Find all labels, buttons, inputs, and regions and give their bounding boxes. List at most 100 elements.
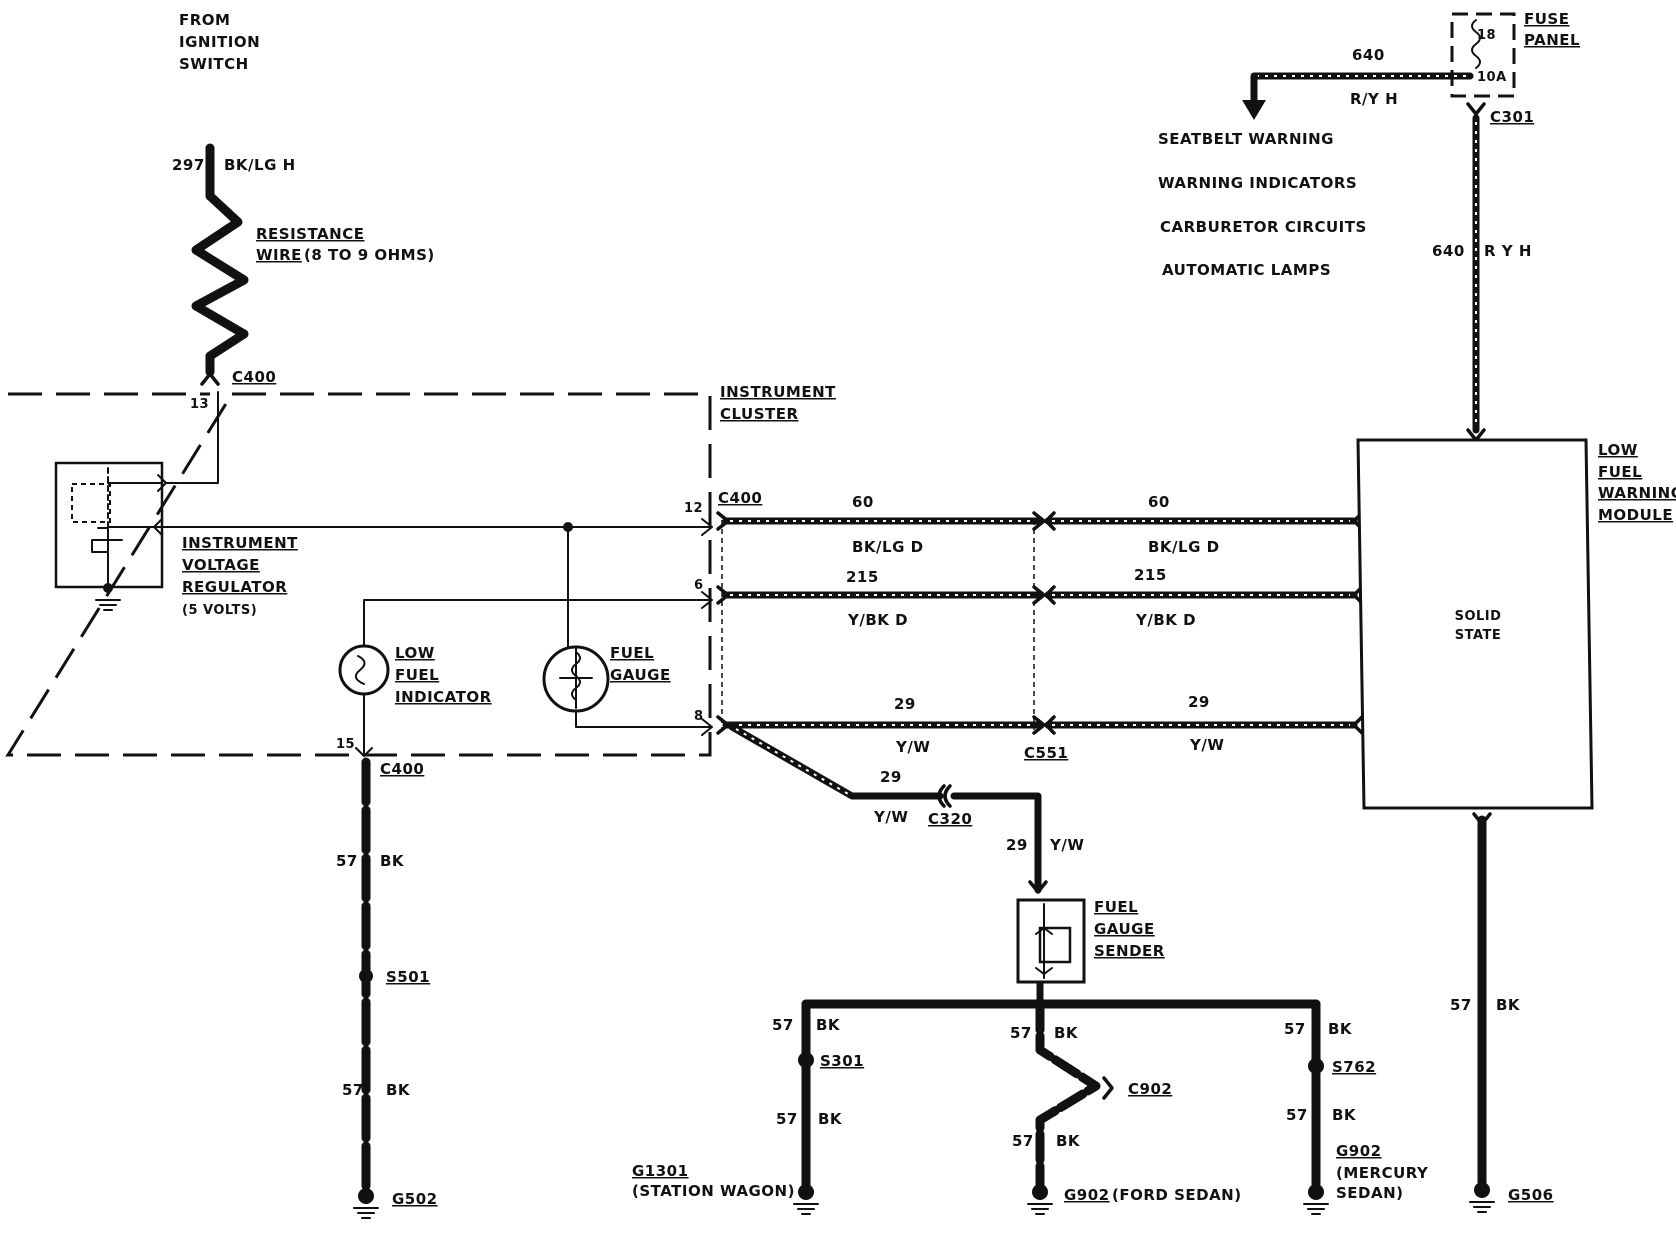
wire-57-color-7: BK [1328,1020,1353,1038]
c902-label: C902 [1128,1080,1172,1098]
instrument-cluster-boundary [5,392,712,757]
g502-label: G502 [392,1190,438,1208]
svg-text:STATE: STATE [1455,628,1502,643]
svg-text:GAUGE: GAUGE [1094,920,1155,938]
wire-57-number-8: 57 [1286,1106,1308,1124]
svg-text:SENDER: SENDER [1094,942,1165,960]
s501-label: S501 [386,968,430,986]
circuit-destinations: SEATBELT WARNING WARNING INDICATORS CARB… [1158,130,1367,279]
station-wagon-ground [793,999,819,1215]
svg-text:CLUSTER: CLUSTER [720,405,799,423]
wire-57-number-2: 57 [342,1081,364,1099]
instrument-voltage-regulator-label: INSTRUMENT VOLTAGE REGULATOR (5 VOLTS) [182,534,298,618]
wire-60-color-a: BK/LG D [852,538,924,556]
svg-text:INSTRUMENT: INSTRUMENT [720,383,836,401]
from-ignition-label: FROM IGNITION SWITCH [179,11,260,73]
wire-57-color-8: BK [1332,1106,1357,1124]
solid-state-label: SOLID STATE [1455,609,1502,643]
resistance-wire [191,143,249,377]
low-fuel-warning-module [1356,438,1594,810]
svg-text:LOW: LOW [1598,441,1638,459]
wire-57-color-3: BK [816,1016,841,1034]
wire-640-top [1242,72,1474,120]
g902-mercury-label: G902 [1336,1142,1382,1160]
pin-13-label: 13 [190,397,209,412]
svg-text:SWITCH: SWITCH [179,55,249,73]
svg-text:FUEL: FUEL [395,666,439,684]
svg-text:MODULE: MODULE [1598,506,1673,524]
wire-57-color-4: BK [818,1110,843,1128]
station-wagon-label: (STATION WAGON) [632,1182,795,1200]
wire-60-number-b: 60 [1148,493,1170,511]
resistance-label: RESISTANCE [256,225,364,243]
wire-640-top-number: 640 [1352,46,1385,64]
module-ground-wire [1469,812,1495,1213]
regulator-feed-wire [165,391,219,484]
svg-text:INDICATOR: INDICATOR [395,688,492,706]
wire-297-number: 297 [172,156,205,174]
fuel-gauge [542,526,713,736]
wire-29-color-d: Y/W [1049,836,1084,854]
svg-text:PANEL: PANEL [1524,31,1580,49]
wire-640-side-color: R Y H [1484,242,1532,260]
c400-right-label: C400 [718,489,762,507]
svg-text:LOW: LOW [395,644,435,662]
c400-top-connector [200,372,220,386]
wire-29 [716,715,1364,735]
mercury-label-line2: SEDAN) [1336,1184,1404,1202]
wire-57-color-9: BK [1496,996,1521,1014]
instrument-voltage-regulator [54,461,167,611]
wire-label: WIRE [256,246,302,264]
svg-text:FUSE: FUSE [1524,10,1569,28]
svg-text:(5 VOLTS): (5 VOLTS) [182,603,257,618]
wire-60 [716,511,1364,531]
c400-top-label: C400 [232,368,276,386]
c301-label: C301 [1490,108,1534,126]
fuel-gauge-sender-label: FUEL GAUGE SENDER [1094,898,1165,960]
pin-6-label: 6 [694,578,704,593]
c320-label: C320 [928,810,972,828]
svg-text:FUEL: FUEL [610,644,654,662]
warning-indicators-label: WARNING INDICATORS [1158,174,1357,192]
wire-640-side-number: 640 [1432,242,1465,260]
sender-ground-bus [801,980,1321,1010]
pin-12-label: 12 [684,501,703,516]
wire-297-color: BK/LG H [224,156,296,174]
svg-text:WARNING: WARNING [1598,484,1676,502]
wire-29-number-d: 29 [1006,836,1028,854]
mercury-label-line1: (MERCURY [1336,1164,1429,1182]
carburetor-circuits-label: CARBURETOR CIRCUITS [1160,218,1367,236]
c551-label: C551 [1024,744,1068,762]
seatbelt-warning-label: SEATBELT WARNING [1158,130,1334,148]
g902-ford-label: G902 [1064,1186,1110,1204]
wire-29-number-c: 29 [880,768,902,786]
wire-57-number-6: 57 [1012,1132,1034,1150]
svg-text:FUEL: FUEL [1598,463,1642,481]
wire-57-number-3: 57 [772,1016,794,1034]
g1301-label: G1301 [632,1162,689,1180]
wire-215-number-b: 215 [1134,566,1167,584]
s301-label: S301 [820,1052,864,1070]
wire-215 [716,585,1364,605]
wire-57-number-4: 57 [776,1110,798,1128]
ford-sedan-ground [1027,999,1114,1215]
fuse-rating-label: 10A [1477,70,1507,85]
mercury-sedan-ground [1303,999,1329,1215]
svg-text:FROM: FROM [179,11,230,29]
svg-text:GAUGE: GAUGE [610,666,671,684]
wire-57-number-7: 57 [1284,1020,1306,1038]
wire-640-down [1466,102,1486,442]
fuel-gauge-label: FUEL GAUGE [610,644,671,684]
wire-57-number-5: 57 [1010,1024,1032,1042]
wire-60-number-a: 60 [852,493,874,511]
wire-29-color-b: Y/W [1189,736,1224,754]
fuse-number-label: 18 [1477,28,1496,43]
wire-29-color-c: Y/W [873,808,908,826]
wire-215-color-b: Y/BK D [1135,611,1196,629]
wire-29-number-b: 29 [1188,693,1210,711]
wire-60-color-b: BK/LG D [1148,538,1220,556]
wire-29-color-a: Y/W [895,738,930,756]
fuel-gauge-sender [1016,898,1086,984]
svg-text:IGNITION: IGNITION [179,33,260,51]
